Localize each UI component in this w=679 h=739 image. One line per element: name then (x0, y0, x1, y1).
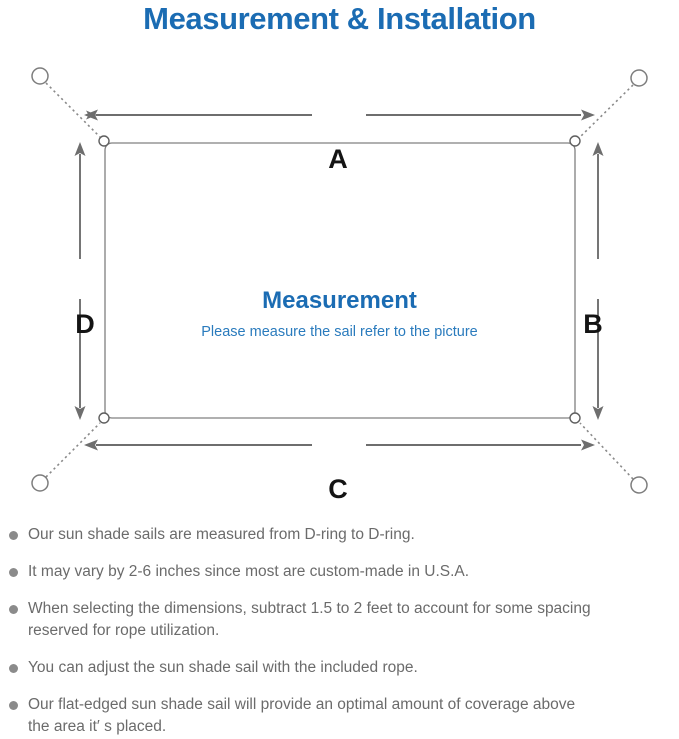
d-ring-bottom-left-icon (98, 412, 110, 424)
arrowhead-d-top (74, 142, 86, 156)
anchor-bottom-left-icon (31, 474, 49, 492)
list-item: When selecting the dimensions, subtract … (0, 598, 661, 642)
diagram-center-subtitle: Please measure the sail refer to the pic… (201, 324, 478, 340)
anchor-bottom-right-icon (630, 476, 648, 494)
anchor-top-right-icon (630, 69, 648, 87)
measurement-diagram: Measurement Please measure the sail refe… (0, 46, 679, 512)
bullet-icon (9, 568, 18, 577)
rope-line-bottom-right (579, 422, 634, 480)
note-text: It may vary by 2-6 inches since most are… (28, 563, 470, 580)
rope-line-bottom-left (45, 422, 101, 478)
anchor-top-left-icon (31, 67, 49, 85)
arrowhead-c-left (84, 439, 98, 451)
d-ring-top-right-icon (569, 135, 581, 147)
arrowhead-b-bottom (592, 406, 604, 420)
dimension-label-c: C (328, 474, 348, 504)
note-text: Our flat-edged sun shade sail will provi… (28, 696, 576, 735)
d-ring-top-left-icon (98, 135, 110, 147)
bullet-icon (9, 531, 18, 540)
note-text: When selecting the dimensions, subtract … (28, 600, 591, 639)
notes-list: Our sun shade sails are measured from D-… (0, 524, 679, 738)
sail-rectangle (104, 142, 576, 419)
bullet-icon (9, 664, 18, 673)
arrowhead-a-right (581, 109, 595, 121)
note-text: You can adjust the sun shade sail with t… (28, 659, 418, 676)
d-ring-bottom-right-icon (569, 412, 581, 424)
dimension-label-b: B (583, 309, 603, 339)
arrowhead-a-left (84, 109, 98, 121)
dimension-label-d: D (75, 309, 95, 339)
list-item: Our sun shade sails are measured from D-… (0, 524, 661, 546)
arrowhead-c-right (581, 439, 595, 451)
diagram-svg (31, 67, 648, 494)
list-item: Our flat-edged sun shade sail will provi… (0, 694, 661, 738)
arrowhead-b-top (592, 142, 604, 156)
rope-line-top-right (579, 84, 634, 138)
note-text: Our sun shade sails are measured from D-… (28, 526, 415, 543)
diagram-center-title: Measurement (262, 287, 417, 314)
bullet-icon (9, 605, 18, 614)
dimension-label-a: A (328, 144, 348, 174)
list-item: You can adjust the sun shade sail with t… (0, 657, 661, 679)
rope-line-top-left (45, 82, 101, 138)
arrowhead-d-bottom (74, 406, 86, 420)
page-title: Measurement & Installation (143, 1, 536, 36)
list-item: It may vary by 2-6 inches since most are… (0, 561, 661, 583)
bullet-icon (9, 701, 18, 710)
